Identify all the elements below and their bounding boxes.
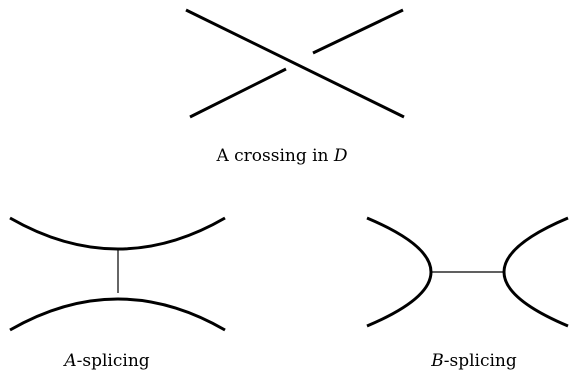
crossing-caption-text: A crossing in [216, 146, 334, 166]
a-splicing-suffix: -splicing [76, 351, 150, 371]
b-left-arc [366, 216, 433, 328]
a-splicing-caption: A-splicing [64, 351, 149, 371]
b-right-arc [502, 216, 569, 328]
crossing-figure [185, 8, 405, 119]
under-strand-upper [312, 8, 404, 55]
a-splicing-figure [9, 216, 226, 332]
b-splicing-suffix: -splicing [443, 351, 517, 371]
b-splicing-var: B [431, 351, 444, 371]
a-upper-arc [9, 216, 226, 251]
over-strand [185, 8, 405, 119]
crossing-caption: A crossing in D [216, 146, 347, 166]
b-splicing-caption: B-splicing [431, 351, 517, 371]
under-strand-lower [189, 67, 287, 119]
a-splicing-var: A [64, 351, 77, 371]
a-lower-arc [9, 297, 226, 332]
b-splicing-figure [366, 216, 569, 328]
crossing-caption-var: D [333, 146, 348, 166]
